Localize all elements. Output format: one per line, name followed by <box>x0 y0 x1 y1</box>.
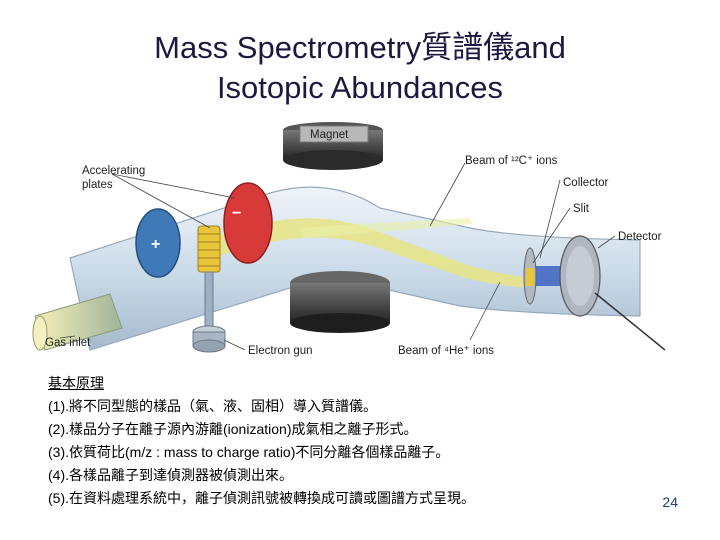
label-beam-he: Beam of ⁴He⁺ ions <box>398 345 494 357</box>
accelerating-plate-positive: + <box>135 208 181 278</box>
ion-beam <box>215 218 530 288</box>
label-plates: plates <box>82 179 113 191</box>
label-gas-inlet: Gas inlet <box>45 337 91 349</box>
slide-title: Mass Spectrometry質譜儀and Isotopic Abundan… <box>0 28 720 108</box>
minus-sign: − <box>232 205 241 222</box>
label-collector: Collector <box>563 177 609 189</box>
accelerating-plate-negative: − <box>223 182 273 264</box>
note-line-4: (4).各樣品離子到達偵測器被偵測出來。 <box>48 467 293 483</box>
page-number: 24 <box>662 494 678 510</box>
label-detector: Detector <box>618 231 662 243</box>
label-beam-c: Beam of ¹²C⁺ ions <box>465 155 558 167</box>
magnet-bottom-pole <box>290 271 390 333</box>
label-slit: Slit <box>573 203 590 215</box>
note-line-2: (2).樣品分子在離子源內游離(ionization)成氣相之離子形式。 <box>48 421 418 437</box>
note-line-1: (1).將不同型態的樣品（氣、液、固相）導入質譜儀。 <box>48 398 377 414</box>
principles-notes: 基本原理 (1).將不同型態的樣品（氣、液、固相）導入質譜儀。 (2).樣品分子… <box>48 372 668 510</box>
note-line-3: (3).依質荷比(m/z : mass to charge ratio)不同分離… <box>48 444 450 460</box>
leader-lines <box>59 162 616 351</box>
label-accelerating: Accelerating <box>82 165 145 177</box>
label-electron-gun: Electron gun <box>248 345 313 357</box>
light-ion-beam <box>300 218 472 238</box>
electron-gun <box>192 225 226 353</box>
notes-heading: 基本原理 <box>48 375 104 391</box>
collector-assembly <box>523 235 666 351</box>
title-line-2: Isotopic Abundances <box>216 70 504 105</box>
plus-sign: + <box>151 236 160 253</box>
note-line-5: (5).在資料處理系統中，離子偵測訊號被轉換成可讀或圖譜方式呈現。 <box>48 490 475 506</box>
gas-inlet-tube <box>32 293 123 351</box>
magnet-top-pole: Magnet <box>283 122 383 170</box>
magnet-label: Magnet <box>310 129 349 141</box>
mass-spectrometer-diagram: + − Magnet <box>32 122 666 357</box>
title-line-1: Mass Spectrometry質譜儀and <box>154 30 566 65</box>
